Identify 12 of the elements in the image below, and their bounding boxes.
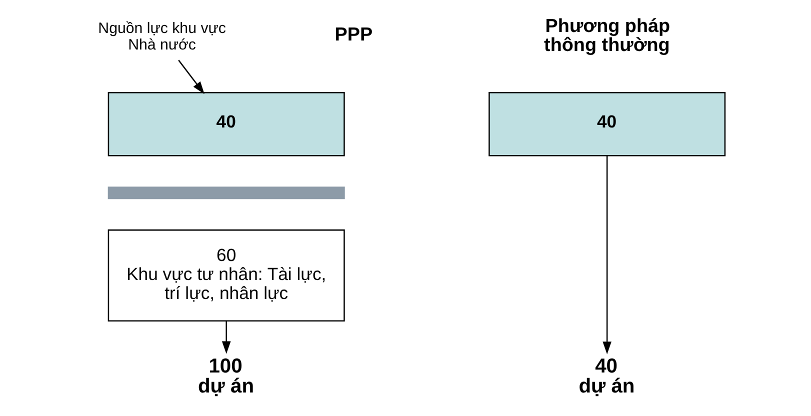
node-bar bbox=[107, 186, 344, 200]
arrow bbox=[602, 156, 611, 354]
arrow bbox=[221, 321, 230, 354]
label: Phương pháp thông thường bbox=[544, 16, 670, 56]
node-box: 60 Khu vực tư nhân: Tài lực, trí lực, nhân lực bbox=[107, 229, 344, 322]
arrow bbox=[178, 60, 204, 94]
node-text: 40 dự án bbox=[578, 355, 634, 398]
node-box: 40 bbox=[488, 92, 726, 156]
label: PPP bbox=[334, 24, 372, 46]
node-text: 100 dự án bbox=[197, 355, 254, 398]
node-box: 40 bbox=[107, 92, 344, 156]
node-text: Nguồn lực khu vực Nhà nước bbox=[98, 20, 226, 54]
